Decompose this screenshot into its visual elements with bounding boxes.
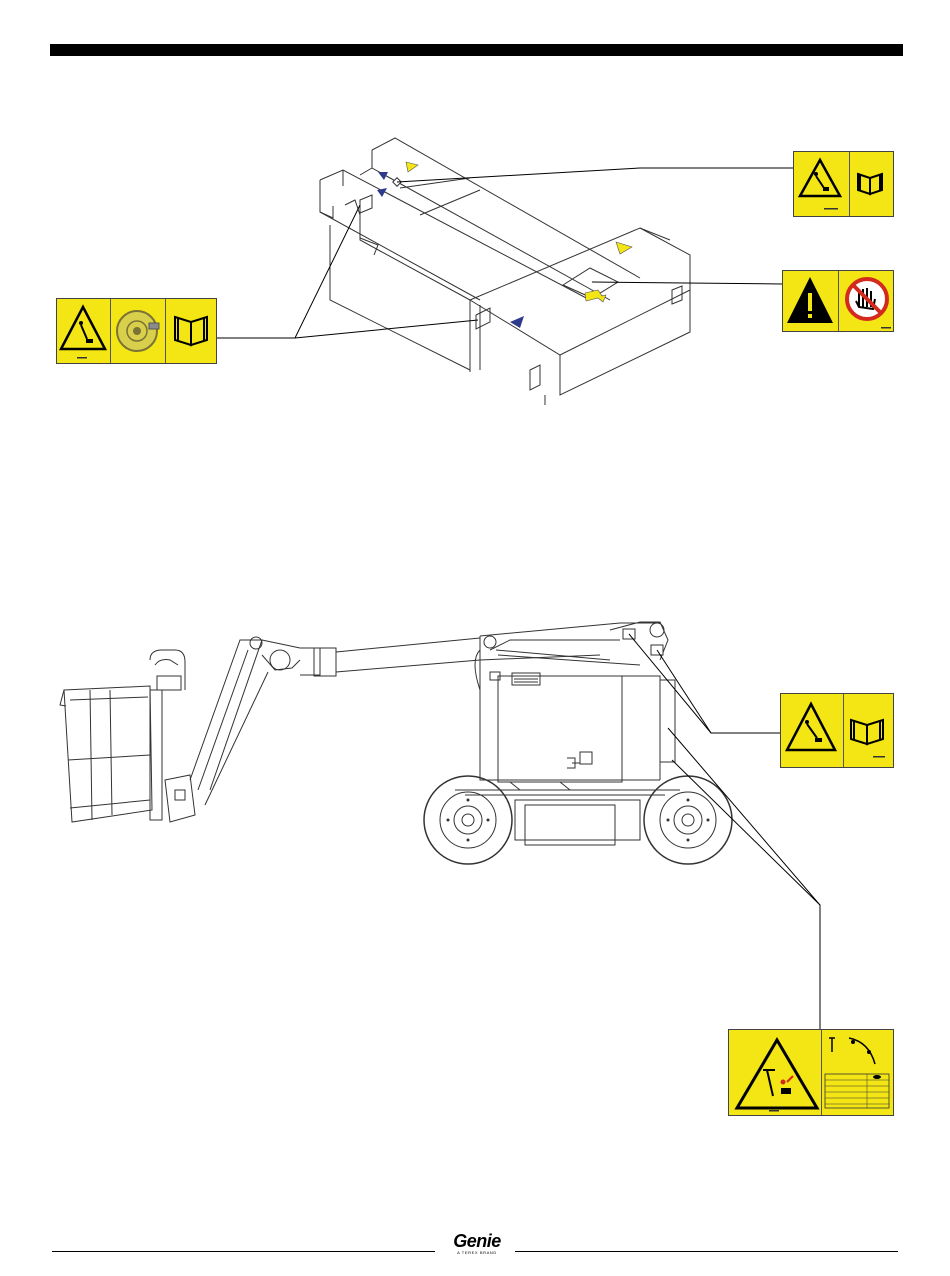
leader-line [657,650,711,733]
tipover-hazard-icon [737,1040,817,1108]
leader-line [592,282,782,284]
decal-fall-hazard-manual-top [793,151,894,217]
leader-line [668,728,820,1030]
leader-line [216,205,360,338]
decal-fall-hazard-wheel-manual-left [56,298,217,364]
logo-wordmark: Genie [441,1232,513,1250]
stop-hand-icon [847,279,887,319]
yellow-arrow-icon [616,242,632,254]
tire-icon [117,311,159,351]
manual-icon [851,720,883,744]
exclamation-warning-icon [787,277,833,323]
footer-rule-left [52,1251,435,1252]
logo-tagline: A TEREX BRAND [441,1250,513,1255]
fall-hazard-icon [787,704,835,750]
decal-fall-hazard-manual-side [780,693,894,768]
footer-rule-right [515,1251,898,1252]
decal-warning-no-hand-middle [782,270,894,332]
genie-logo: Genie A TEREX BRAND [441,1232,513,1262]
decal-tipover-hazard-bottom [728,1029,894,1116]
leader-line [295,320,478,338]
fall-hazard-icon [61,307,105,349]
yellow-arrow-icon [406,162,418,172]
boom-lift-side-view [60,622,732,864]
manual-icon [858,174,882,194]
boom-chart-icon [825,1038,889,1108]
manual-icon [175,317,207,345]
fall-hazard-icon [800,160,840,196]
